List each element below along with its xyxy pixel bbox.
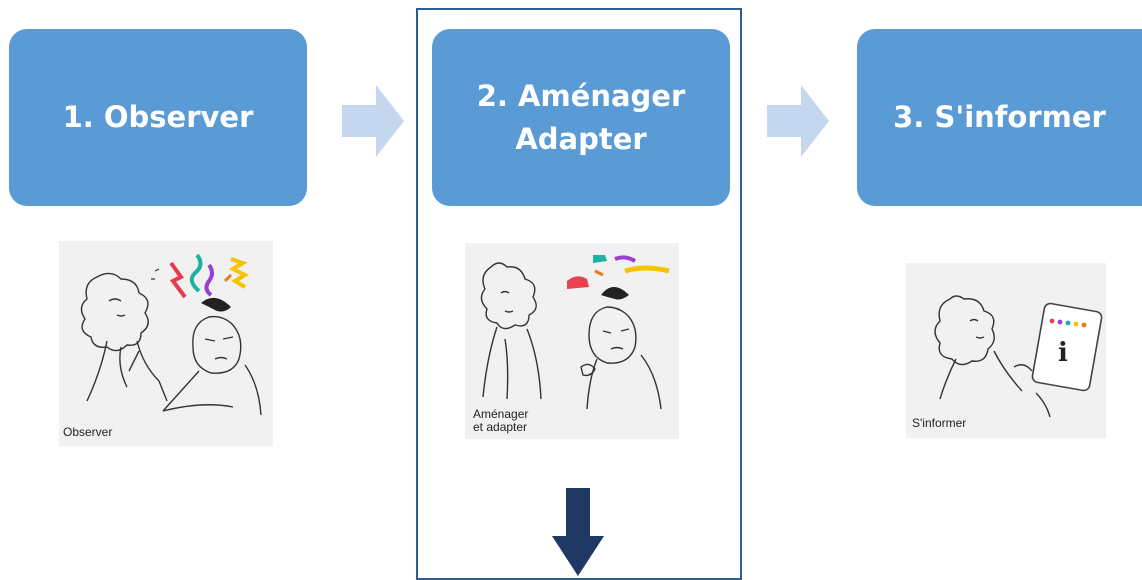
amenager-caption: Aménager et adapter <box>473 407 529 434</box>
down-arrow-icon <box>552 488 604 576</box>
step-2-box: 2. Aménager Adapter <box>432 29 730 206</box>
observer-caption: Observer <box>63 425 113 439</box>
svg-text:i: i <box>1058 338 1068 368</box>
step-3-title: 3. S'informer <box>893 100 1106 134</box>
sinformer-illustration-card: i S'informer <box>906 263 1106 438</box>
step-1-box: 1. Observer <box>9 29 307 206</box>
step-1-title: 1. Observer <box>62 100 254 134</box>
right-arrow-icon <box>767 85 829 157</box>
step-2-title-line-1: 2. Aménager <box>476 78 686 113</box>
amenager-illustration <box>480 255 670 410</box>
step-2-title-line-2: Adapter <box>515 121 647 156</box>
sinformer-illustration: i <box>934 295 1103 418</box>
amenager-illustration-card: Aménager et adapter <box>465 243 679 439</box>
observer-illustration-card: Observer <box>59 241 273 446</box>
observer-illustration <box>80 253 262 416</box>
right-arrow-icon <box>342 85 404 157</box>
sinformer-caption: S'informer <box>912 416 967 430</box>
step-3-box: 3. S'informer <box>857 29 1142 206</box>
